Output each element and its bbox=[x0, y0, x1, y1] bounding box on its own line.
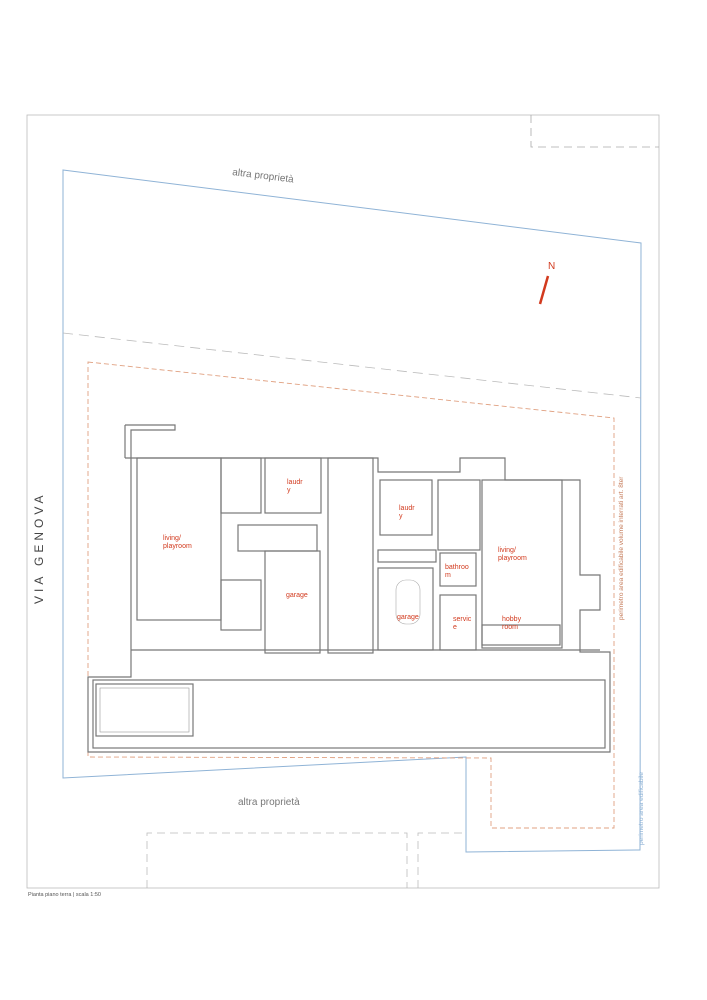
svg-text:room: room bbox=[502, 624, 518, 631]
sheet-frame bbox=[26, 114, 660, 889]
svg-text:y: y bbox=[399, 513, 403, 520]
room-garage-2: garage bbox=[397, 614, 419, 621]
room-hobby: hobby bbox=[502, 616, 522, 623]
svg-text:playroom: playroom bbox=[163, 543, 192, 550]
drawing-caption: Pianta piano terra | scala 1:50 bbox=[28, 892, 101, 898]
north-arrow-icon bbox=[538, 275, 550, 305]
car-outline bbox=[395, 579, 421, 625]
room-living-1: living/ bbox=[163, 535, 181, 542]
building-walls bbox=[87, 424, 611, 753]
north-label: N bbox=[548, 261, 555, 272]
room-laundry-1: laudr bbox=[287, 479, 303, 486]
svg-text:playroom: playroom bbox=[498, 555, 527, 562]
adjacent-building-bottom-2 bbox=[417, 832, 466, 888]
property-line bbox=[62, 169, 642, 853]
street-label: VIA GENOVA bbox=[32, 492, 46, 604]
room-garage-1: garage bbox=[286, 592, 308, 599]
room-bathroom: bathroo bbox=[445, 564, 469, 571]
svg-text:y: y bbox=[287, 487, 291, 494]
neighbor-top-label: altra proprietà bbox=[232, 167, 295, 185]
underground-perimeter-label: perimetro area edificabile volume interr… bbox=[618, 476, 625, 620]
svg-text:e: e bbox=[453, 624, 457, 631]
buildable-perimeter-label: perimetro area edificabile bbox=[638, 772, 645, 845]
neighbor-bottom-label: altra proprietà bbox=[238, 797, 300, 808]
room-service: servic bbox=[453, 616, 472, 623]
setback-line bbox=[62, 332, 642, 399]
adjacent-building-bottom bbox=[146, 832, 408, 888]
room-labels: laudr y laudr y living/ playroom living/… bbox=[163, 479, 527, 631]
underground-perimeter bbox=[87, 361, 615, 829]
room-living-2: living/ bbox=[498, 547, 516, 554]
svg-text:m: m bbox=[445, 572, 451, 579]
room-laundry-2: laudr bbox=[399, 505, 415, 512]
adjacent-building-top bbox=[530, 115, 659, 148]
pool bbox=[95, 683, 194, 737]
